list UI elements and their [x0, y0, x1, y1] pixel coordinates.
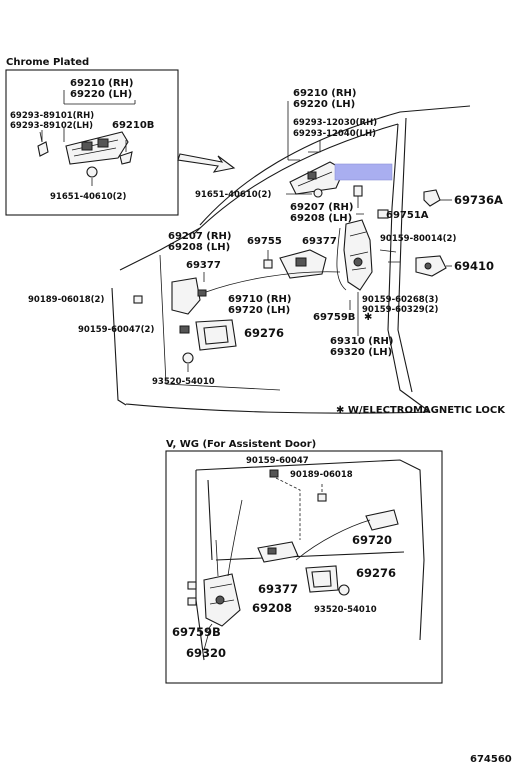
label-69210[interactable]: 69210 (RH): [70, 78, 133, 89]
label-69220[interactable]: 69220 (LH): [70, 89, 132, 100]
b-screw-part[interactable]: [338, 584, 350, 596]
label-69377-a[interactable]: 69377: [302, 236, 337, 247]
clip-90189-part[interactable]: [133, 295, 143, 304]
door-panel-outline: [111, 105, 471, 414]
inset-bottom-frame: [165, 450, 443, 684]
label-69220-main[interactable]: 69220 (LH): [293, 99, 355, 110]
label-69720[interactable]: 69720 (LH): [228, 305, 290, 316]
label-69377-b[interactable]: 69377: [186, 260, 221, 271]
label-90159-60329[interactable]: 90159-60329(2): [362, 305, 438, 315]
leader-line: [349, 292, 359, 336]
label-69759b[interactable]: 69759B: [313, 312, 355, 323]
screw-part[interactable]: [313, 188, 323, 198]
control-rod: [205, 271, 341, 293]
clip-b-90189-part[interactable]: [317, 493, 327, 502]
lock-rod: [336, 227, 347, 291]
leader-line: [356, 196, 364, 215]
leader-line: [203, 623, 213, 651]
label-69751a[interactable]: 69751A: [386, 210, 429, 221]
leader-line: [287, 101, 300, 161]
clip-69751a-part[interactable]: [377, 209, 389, 219]
arrow-icon: [177, 153, 236, 173]
note-electromagnetic-lock: ✱ W/ELECTROMAGNETIC LOCK: [336, 405, 506, 416]
label-69276[interactable]: 69276: [244, 326, 284, 340]
striker-plate-part[interactable]: [415, 255, 447, 277]
label-69320[interactable]: 69320 (LH): [330, 347, 392, 358]
label-b-69320[interactable]: 69320: [186, 646, 226, 660]
rod-clip-part[interactable]: [119, 140, 133, 165]
label-b-69276[interactable]: 69276: [356, 566, 396, 580]
leader-line: [275, 477, 323, 540]
inset-frame: [5, 69, 179, 216]
label-69210-main[interactable]: 69210 (RH): [293, 88, 356, 99]
label-69736a[interactable]: 69736A: [454, 193, 503, 207]
label-b-90159-60047[interactable]: 90159-60047: [246, 456, 309, 466]
screw-part[interactable]: [86, 166, 98, 178]
label-69207-main-rh[interactable]: 69207 (RH): [290, 202, 353, 213]
label-b-93520[interactable]: 93520-54010: [314, 605, 377, 615]
highlight-box[interactable]: [334, 163, 393, 181]
clip-90159-part[interactable]: [179, 325, 190, 334]
lock-actuator-part[interactable]: [343, 219, 373, 291]
clip-b-90159-part[interactable]: [269, 469, 279, 478]
clip-69736a-part[interactable]: [423, 189, 441, 207]
label-69759b-mark: ✱: [364, 312, 372, 323]
door-inner-line: [207, 479, 405, 561]
label-90159-60047[interactable]: 90159-60047(2): [78, 325, 154, 335]
lock-cylinder-part[interactable]: [353, 185, 363, 197]
label-93520[interactable]: 93520-54010: [152, 377, 215, 387]
b-inside-handle-part[interactable]: [305, 565, 339, 593]
label-69410[interactable]: 69410: [454, 259, 494, 273]
b-lock-assembly-part[interactable]: [203, 573, 241, 627]
lock-bracket-part[interactable]: [171, 277, 207, 315]
clip-69755-part[interactable]: [263, 259, 273, 269]
label-b-69377[interactable]: 69377: [258, 582, 298, 596]
b-handle-part[interactable]: [365, 509, 399, 531]
label-b-90189-06018[interactable]: 90189-06018: [290, 470, 353, 480]
leader-line: [41, 128, 65, 142]
b-lock-rod: [215, 499, 243, 577]
label-69710[interactable]: 69710 (RH): [228, 294, 291, 305]
inside-handle-bracket-part[interactable]: [279, 249, 327, 279]
label-b-69208[interactable]: 69208: [252, 601, 292, 615]
outside-handle-part[interactable]: [65, 131, 129, 165]
label-b-69759b[interactable]: 69759B: [172, 625, 221, 639]
inset-chrome-plated: Chrome Plated 69210 (RH) 69220 (LH) 6929…: [5, 57, 179, 216]
b-bracket-part[interactable]: [257, 541, 299, 563]
inset-bottom-title: V, WG (For Assistent Door): [166, 439, 316, 450]
b-clip-part[interactable]: [187, 597, 197, 606]
label-69208-lh[interactable]: 69208 (LH): [168, 242, 230, 253]
label-b-69720[interactable]: 69720: [352, 533, 392, 547]
screw-93520-part[interactable]: [182, 352, 194, 364]
label-69208-main-lh[interactable]: 69208 (LH): [290, 213, 352, 224]
spring-clip-part[interactable]: [37, 131, 49, 157]
inside-handle-part[interactable]: [195, 319, 237, 351]
label-69310[interactable]: 69310 (RH): [330, 336, 393, 347]
label-90189-06018[interactable]: 90189-06018(2): [28, 295, 104, 305]
label-69207-lh[interactable]: 69207 (RH): [168, 231, 231, 242]
label-69755[interactable]: 69755: [247, 236, 282, 247]
leader-line: [63, 90, 136, 105]
label-91651[interactable]: 91651-40610(2): [50, 192, 126, 202]
leader-line: [379, 249, 400, 263]
label-90159-60268[interactable]: 90159-60268(3): [362, 295, 438, 305]
label-69210b[interactable]: 69210B: [112, 120, 154, 131]
label-69293-12030[interactable]: 69293-12030(RH): [293, 118, 377, 128]
label-69293-89102[interactable]: 69293-89102(LH): [10, 121, 93, 131]
b-clip-part[interactable]: [187, 581, 197, 590]
inset-title: Chrome Plated: [6, 57, 89, 68]
label-90159-80014[interactable]: 90159-80014(2): [380, 234, 456, 244]
label-69293-89101[interactable]: 69293-89101(RH): [10, 111, 94, 121]
b-rod: [295, 519, 371, 561]
label-69293-12040[interactable]: 69293-12040(LH): [293, 129, 376, 139]
figure-id: 674560: [470, 754, 512, 765]
inset-assistant-door: V, WG (For Assistent Door) 90159-60047 9…: [165, 439, 443, 684]
leader-line: [308, 140, 321, 153]
label-91651-main[interactable]: 91651-40610(2): [195, 190, 271, 200]
